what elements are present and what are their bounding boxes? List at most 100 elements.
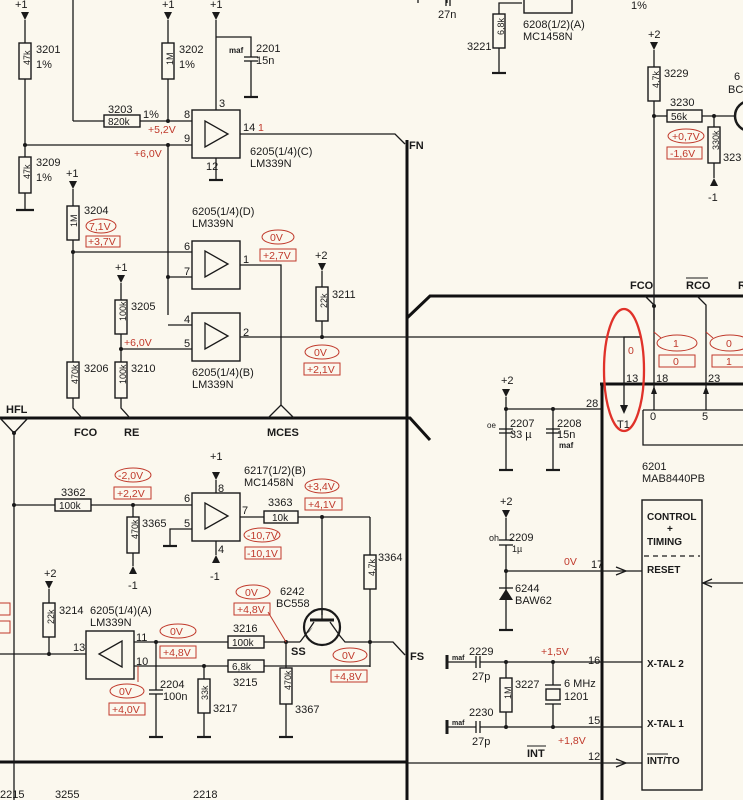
svg-text:6205(1/4)(C): 6205(1/4)(C) [250, 146, 312, 158]
svg-text:3202: 3202 [179, 44, 203, 56]
svg-text:33 µ: 33 µ [510, 429, 532, 441]
svg-text:3227: 3227 [515, 679, 539, 691]
svg-text:6: 6 [184, 241, 190, 253]
svg-text:+: + [667, 524, 673, 535]
svg-text:1µ: 1µ [512, 544, 522, 554]
svg-text:SS: SS [291, 646, 306, 658]
section-6205c: +1 47k 3201 1% 47k 3209 1% 3203 820k 1% … [15, 0, 424, 315]
svg-text:330k: 330k [711, 130, 721, 150]
section-6205db: +1 1M 3204 7,1V +3,7V 470k 3206 FCO +1 1… [0, 168, 640, 800]
svg-text:4: 4 [184, 314, 190, 326]
svg-text:27p: 27p [472, 671, 490, 683]
svg-text:+1,8V: +1,8V [558, 735, 586, 747]
opamp-6217b [191, 492, 241, 542]
svg-text:470k: 470k [130, 519, 140, 539]
section-reset-xtal: +2 2209 1µ oh 0V 17 6244 BAW62 maf 2229 … [407, 496, 642, 768]
comparator-6205c [191, 109, 241, 159]
svg-text:MCES: MCES [267, 427, 299, 439]
svg-text:R: R [738, 280, 743, 292]
svg-text:1%: 1% [631, 0, 647, 12]
svg-text:0V: 0V [170, 626, 183, 638]
svg-text:3229: 3229 [664, 68, 688, 80]
svg-text:3255: 3255 [55, 789, 79, 800]
supply-arrow-icon [21, 12, 29, 20]
svg-text:TIMING: TIMING [647, 537, 682, 548]
svg-text:+4,8V: +4,8V [334, 671, 362, 683]
svg-text:MAB8440PB: MAB8440PB [642, 473, 705, 485]
svg-text:T1: T1 [617, 419, 630, 431]
transistor-right [733, 101, 743, 131]
highlight-ellipse [602, 307, 646, 433]
svg-text:6: 6 [734, 71, 740, 83]
svg-text:BC: BC [728, 84, 743, 96]
svg-text:-1: -1 [210, 571, 220, 583]
svg-text:+2,2V: +2,2V [117, 488, 145, 500]
svg-text:2207: 2207 [510, 418, 534, 430]
mcu-control-block [641, 499, 703, 791]
svg-text:4: 4 [218, 544, 224, 556]
svg-text:+2: +2 [44, 568, 57, 580]
mcu-6201: CONTROL + TIMING RESET X-TAL 2 X-TAL 1 I… [641, 499, 743, 791]
svg-text:10: 10 [136, 656, 148, 668]
svg-text:0: 0 [650, 411, 656, 423]
svg-text:+3,7V: +3,7V [88, 236, 116, 248]
svg-text:X-TAL 1: X-TAL 1 [647, 719, 684, 730]
svg-text:RCO: RCO [686, 280, 711, 292]
svg-text:0: 0 [628, 345, 634, 357]
svg-text:1: 1 [726, 356, 732, 368]
svg-text:+2,7V: +2,7V [263, 250, 291, 262]
svg-text:3363: 3363 [268, 497, 292, 509]
svg-text:820k: 820k [108, 117, 131, 128]
svg-text:maf: maf [452, 720, 465, 727]
svg-text:5: 5 [184, 338, 190, 350]
svg-text:0: 0 [673, 356, 679, 368]
svg-text:+2,1V: +2,1V [307, 364, 335, 376]
svg-text:maf: maf [229, 46, 244, 55]
svg-text:56k: 56k [671, 112, 688, 123]
bus-lines [0, 140, 743, 800]
svg-text:3203: 3203 [108, 104, 132, 116]
svg-text:X-TAL 2: X-TAL 2 [647, 659, 684, 670]
svg-text:-1: -1 [128, 580, 138, 592]
svg-text:2215: 2215 [0, 789, 24, 800]
svg-text:470k: 470k [70, 364, 80, 384]
diode-6244 [499, 589, 513, 600]
svg-text:27n: 27n [438, 9, 456, 21]
svg-text:+2: +2 [501, 375, 514, 387]
svg-text:+2: +2 [315, 250, 328, 262]
svg-text:17: 17 [591, 559, 603, 571]
svg-text:0V: 0V [119, 686, 132, 698]
crystal-1201 [545, 688, 561, 701]
svg-text:FCO: FCO [630, 280, 654, 292]
svg-text:+6,0V: +6,0V [134, 148, 162, 160]
svg-text:6208(1/2)(A): 6208(1/2)(A) [523, 19, 585, 31]
svg-text:2209: 2209 [509, 532, 533, 544]
svg-text:6242: 6242 [280, 586, 304, 598]
svg-text:2: 2 [243, 327, 249, 339]
svg-text:3210: 3210 [131, 363, 155, 375]
svg-text:3206: 3206 [84, 363, 108, 375]
svg-text:+1: +1 [210, 451, 223, 463]
section-top-right: 27n 6,8k 3221 6208(1/2)(A) MC1458N 1% +2… [417, 0, 743, 320]
svg-text:6,8k: 6,8k [232, 662, 252, 673]
svg-text:9: 9 [184, 133, 190, 145]
svg-text:FCO: FCO [74, 427, 98, 439]
svg-text:8: 8 [218, 483, 224, 495]
svg-text:MC1458N: MC1458N [523, 31, 573, 43]
svg-text:3215: 3215 [233, 677, 257, 689]
svg-text:0V: 0V [564, 556, 577, 568]
svg-text:7,1V: 7,1V [89, 221, 111, 233]
svg-text:11: 11 [136, 632, 147, 644]
svg-text:3214: 3214 [59, 605, 83, 617]
svg-text:1M: 1M [69, 214, 79, 227]
svg-text:3209: 3209 [36, 157, 60, 169]
svg-text:12: 12 [206, 161, 218, 173]
svg-text:6 MHz: 6 MHz [564, 678, 596, 690]
svg-text:4,7k: 4,7k [651, 70, 661, 88]
svg-text:6244: 6244 [515, 583, 539, 595]
svg-text:oh: oh [489, 533, 499, 543]
svg-text:6205(1/4)(D): 6205(1/4)(D) [192, 206, 254, 218]
svg-text:27p: 27p [472, 736, 490, 748]
svg-text:100k: 100k [59, 501, 82, 512]
svg-text:+6,0V: +6,0V [124, 337, 152, 349]
